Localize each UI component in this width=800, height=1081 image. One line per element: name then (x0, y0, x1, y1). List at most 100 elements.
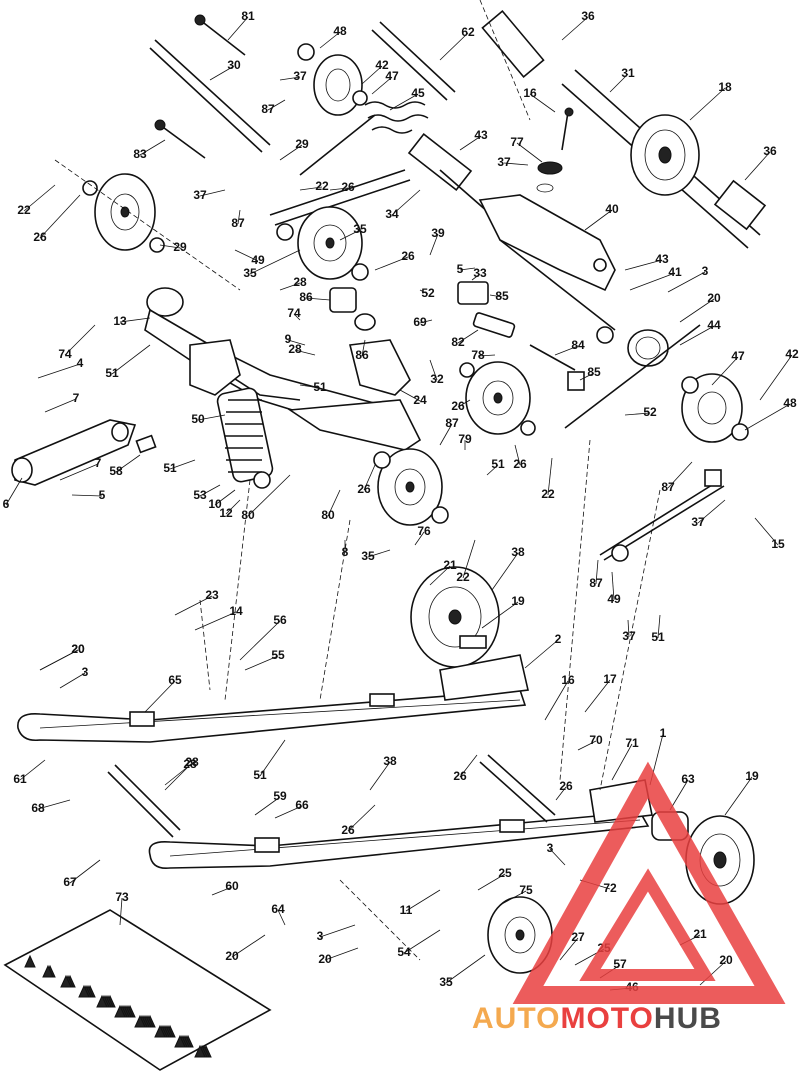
shaft-30 (149, 39, 271, 153)
leader-line (759, 354, 793, 401)
leader-line (279, 76, 301, 81)
leader-line (274, 805, 303, 819)
callout-37: 37 (691, 515, 705, 529)
leader-line (169, 459, 196, 470)
callout-37: 37 (293, 69, 307, 83)
callout-26: 26 (33, 230, 47, 244)
spring-44 (564, 324, 701, 429)
leader-line (405, 889, 441, 912)
leader-line (429, 233, 439, 256)
leader-line (361, 339, 366, 357)
callout-43: 43 (655, 252, 669, 266)
callout-3: 3 (317, 929, 324, 943)
callout-62: 62 (461, 25, 475, 39)
callout-7: 7 (73, 391, 80, 405)
leader-line (174, 595, 213, 616)
callout-30: 30 (227, 58, 241, 72)
callout-28: 28 (183, 757, 197, 771)
logo-text-moto: MOTO (560, 1002, 653, 1035)
leader-line (477, 354, 496, 357)
callout-6: 6 (3, 497, 10, 511)
callout-49: 49 (607, 592, 621, 606)
leader-line (44, 398, 77, 413)
leader-line (119, 317, 151, 323)
callout-28: 28 (293, 275, 307, 289)
leader-line (197, 414, 226, 421)
callout-34: 34 (385, 207, 399, 221)
arm-24-rear (287, 339, 422, 451)
leader-line (657, 614, 661, 639)
leader-line (477, 873, 506, 891)
leader-line (347, 804, 376, 832)
callout-51: 51 (105, 366, 119, 380)
leader-line (609, 73, 629, 93)
callout-83: 83 (133, 147, 147, 161)
rail-22-26-upper (269, 169, 411, 226)
leader-line (374, 256, 409, 271)
callout-48: 48 (333, 24, 347, 38)
callout-36: 36 (763, 144, 777, 158)
callout-37: 37 (622, 629, 636, 643)
wheel-38-mid (410, 566, 500, 668)
leader-line (39, 649, 79, 671)
wear-pad-stud (174, 1034, 186, 1048)
leader-line (679, 325, 715, 346)
bolt-84 (529, 344, 585, 391)
leader-line (339, 229, 361, 241)
leader-line (516, 142, 543, 163)
callout-39: 39 (431, 226, 445, 240)
callout-28: 28 (288, 342, 302, 356)
leader-line (144, 680, 176, 713)
callout-26: 26 (451, 399, 465, 413)
callout-35: 35 (353, 222, 367, 236)
callout-19: 19 (511, 594, 525, 608)
callout-29: 29 (295, 137, 309, 151)
leader-line (439, 32, 469, 61)
callout-44: 44 (707, 318, 721, 332)
callout-38: 38 (383, 754, 397, 768)
callout-42: 42 (785, 347, 799, 361)
leader-line (39, 194, 81, 239)
callout-51: 51 (651, 630, 665, 644)
callout-22: 22 (541, 487, 555, 501)
callout-23: 23 (205, 588, 219, 602)
leader-line (471, 273, 481, 281)
callout-64: 64 (271, 902, 285, 916)
callout-21: 21 (693, 927, 707, 941)
leader-line (514, 444, 521, 466)
wheel-48-42 (297, 43, 368, 116)
leader-line (669, 779, 689, 811)
leader-line (164, 764, 191, 786)
leader-line (209, 65, 235, 81)
callout-52: 52 (421, 286, 435, 300)
leader-line (247, 474, 291, 517)
callout-15: 15 (771, 537, 785, 551)
shock-50 (216, 387, 274, 489)
callout-45: 45 (411, 86, 425, 100)
leader-line (611, 571, 615, 601)
leader-line (459, 267, 476, 271)
callout-11: 11 (400, 903, 413, 917)
leader-line (457, 329, 479, 344)
leader-line (234, 249, 259, 262)
callout-48: 48 (783, 396, 797, 410)
leader-line (503, 162, 529, 166)
leader-line (439, 423, 453, 446)
wear-pad-stud (60, 974, 72, 988)
callout-26: 26 (559, 779, 573, 793)
leader-line (624, 412, 651, 416)
callout-37: 37 (193, 188, 207, 202)
callout-26: 26 (401, 249, 415, 263)
leader-line (459, 135, 482, 151)
leader-line (231, 934, 266, 958)
leader-line (211, 886, 233, 896)
logo-text-auto: AUTO (472, 1002, 560, 1035)
callout-5: 5 (99, 488, 106, 502)
callout-51: 51 (253, 768, 267, 782)
callout-61: 61 (13, 772, 27, 786)
callout-51: 51 (491, 457, 505, 471)
callout-71: 71 (625, 736, 639, 750)
leader-line (561, 16, 589, 41)
callout-22: 22 (315, 179, 329, 193)
leader-line (486, 464, 499, 476)
